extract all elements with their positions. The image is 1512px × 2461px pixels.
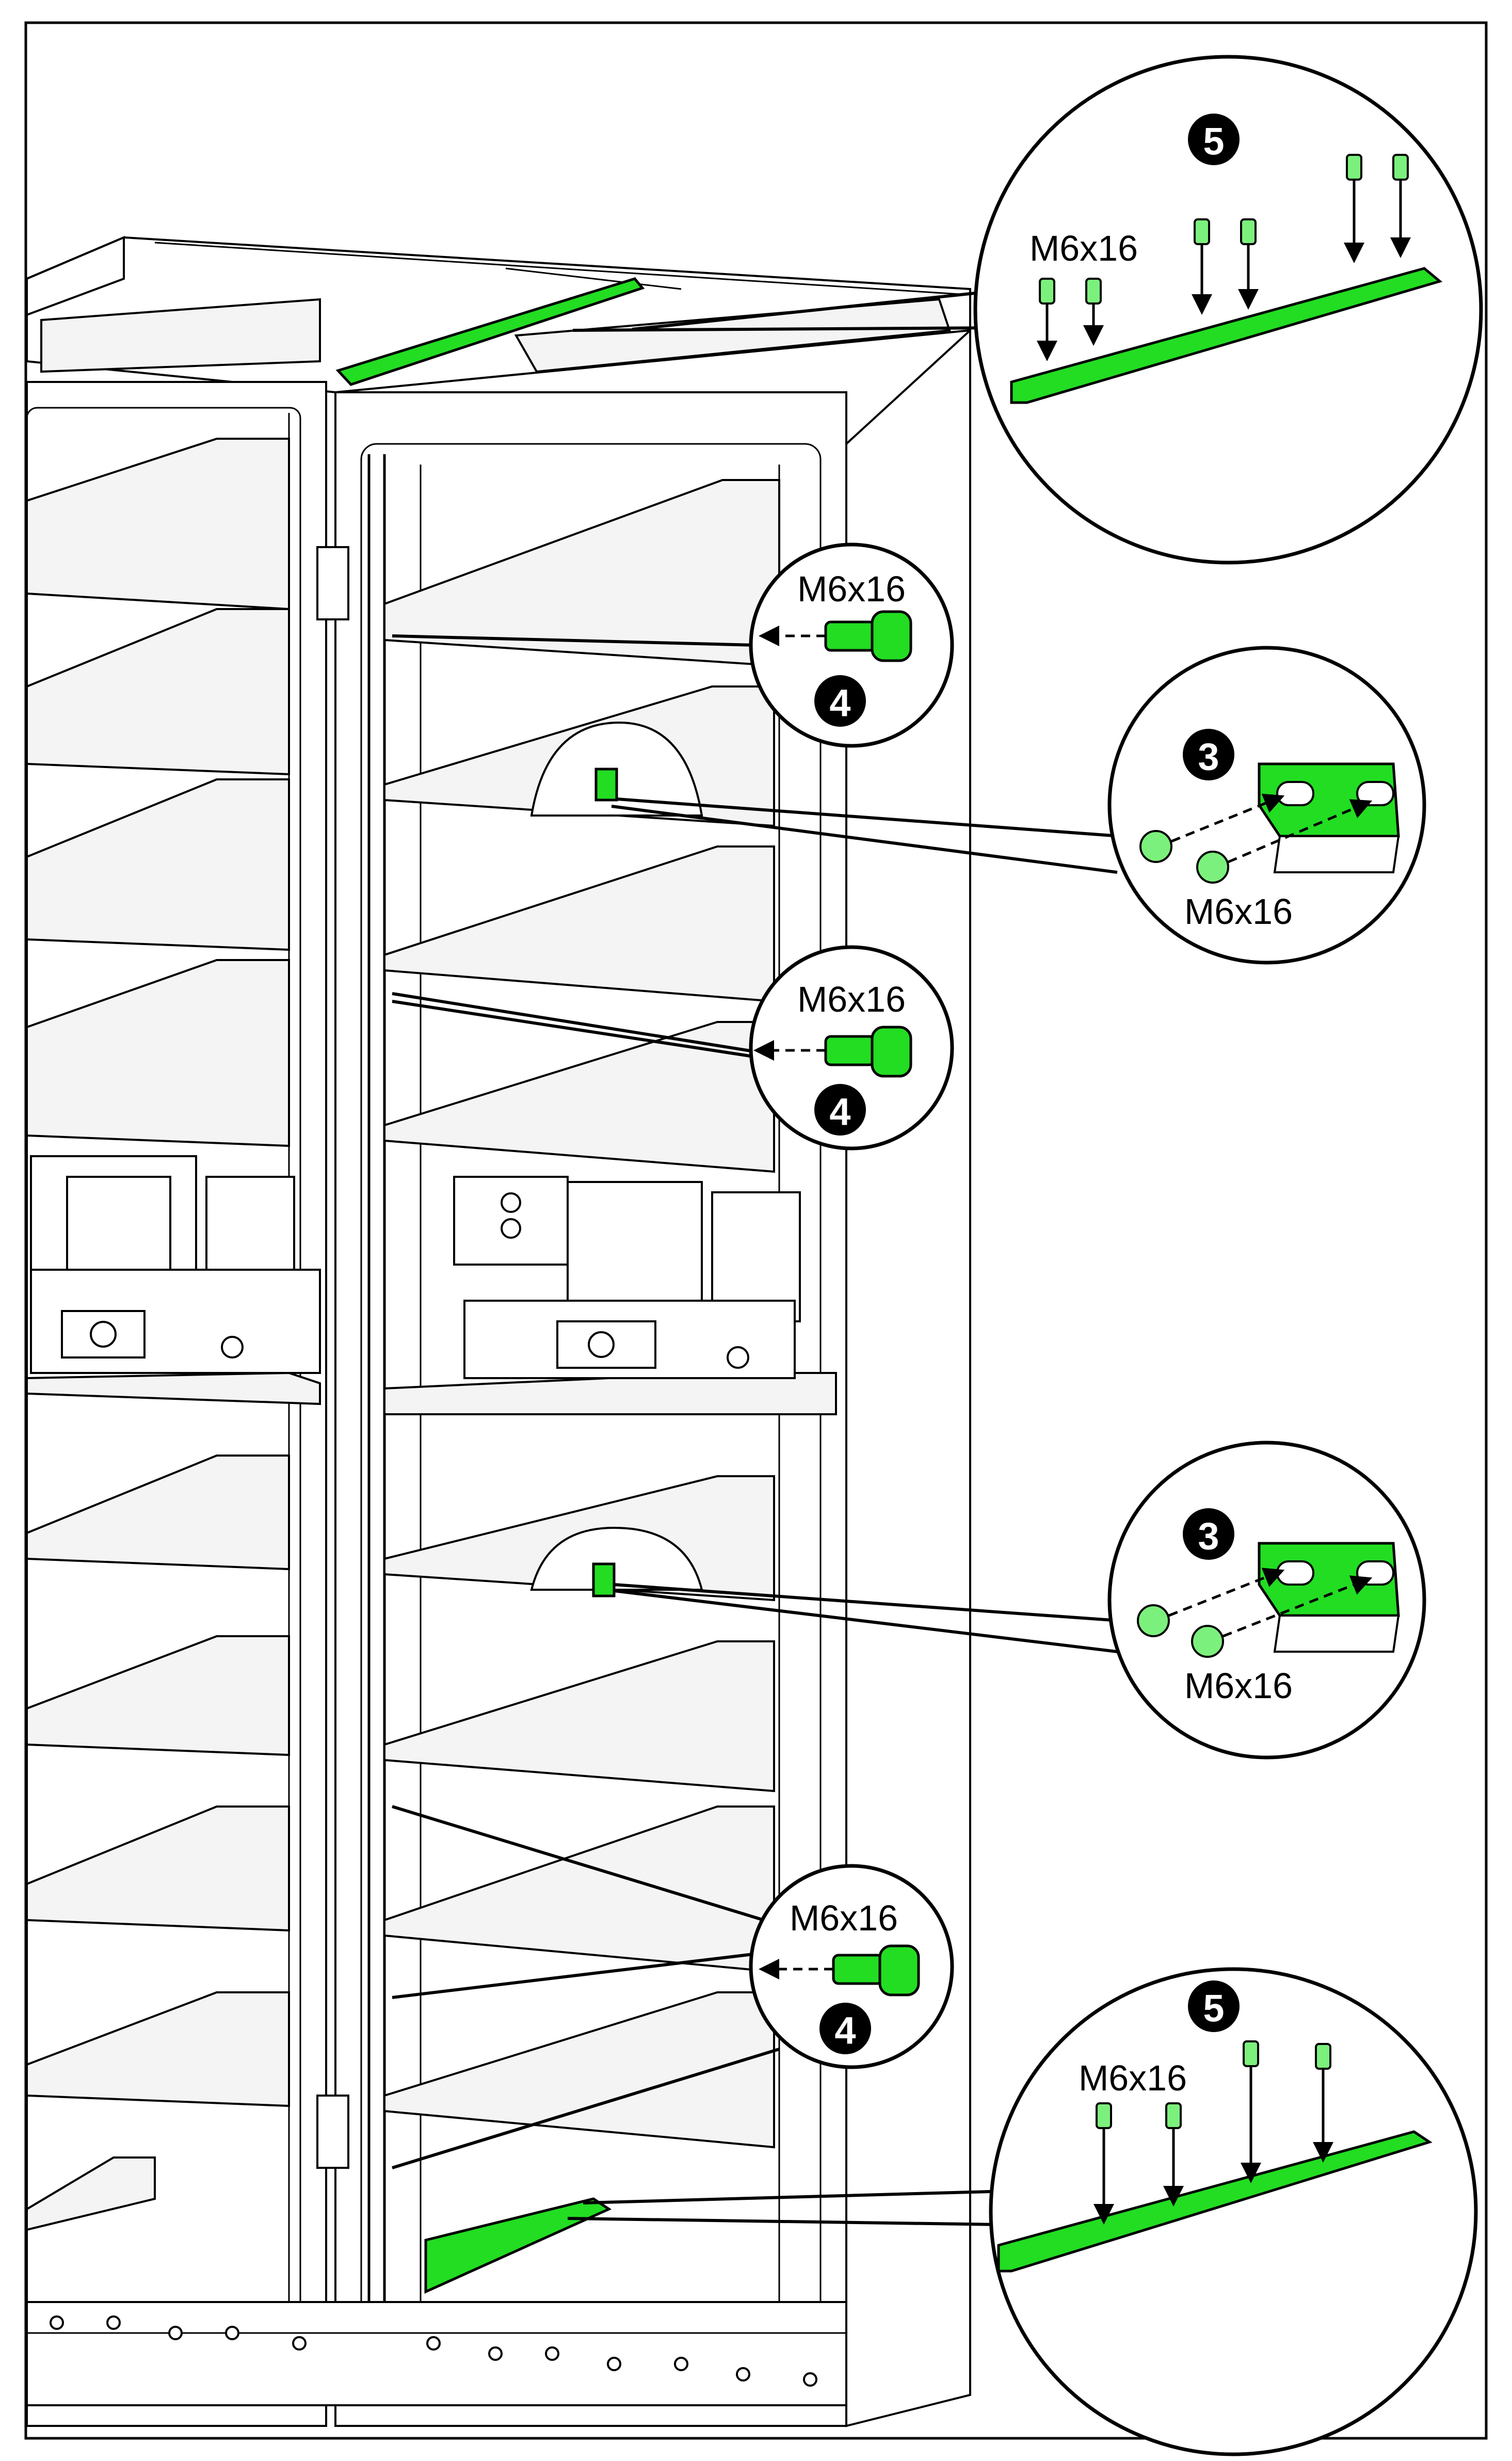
breaker-module-left	[30, 1155, 321, 1374]
callout-bracket-upper: 3 M6x16	[1107, 646, 1426, 965]
rail-part	[997, 2130, 1433, 2273]
screw-icons	[1037, 154, 1411, 361]
step-number: 4	[834, 2009, 856, 2052]
screw-size-label: M6x16	[1184, 891, 1293, 932]
step-marker	[1183, 1508, 1234, 1560]
step-marker	[1183, 729, 1234, 780]
step-number: 3	[1198, 1515, 1219, 1558]
callout-bracket-lower: 3 M6x16	[1107, 1441, 1426, 1760]
screw-icon	[1191, 1625, 1224, 1658]
callout-joint-lower: M6x16 4	[749, 1864, 954, 2069]
screw-size-label: M6x16	[797, 979, 906, 1019]
slot-left	[1276, 1560, 1314, 1586]
step-marker	[814, 1084, 866, 1136]
plinth-bolts	[50, 2315, 817, 2387]
bracket-lower-highlight	[592, 1562, 616, 1597]
top-rail-highlight	[335, 277, 645, 386]
step-marker	[819, 2003, 871, 2054]
screw-head	[871, 610, 912, 662]
callout-joint-upper: M6x16 4	[749, 542, 954, 748]
step-number: 3	[1198, 736, 1219, 778]
slot-right	[1356, 1560, 1394, 1586]
screw-shank	[824, 1035, 876, 1066]
screw-head	[871, 1026, 912, 1078]
bottom-rail-highlight	[424, 2197, 612, 2294]
step-number: 5	[1203, 120, 1224, 163]
slot-left	[1276, 781, 1314, 806]
screw-size-label: M6x16	[790, 1898, 898, 1938]
screw-head	[878, 1944, 920, 1996]
screw-icons	[1093, 2040, 1333, 2225]
bracket-flange	[1273, 1615, 1400, 1653]
screw-icon	[1196, 851, 1229, 884]
bracket-upper-highlight	[594, 768, 618, 802]
screw-size-label: M6x16	[1079, 2058, 1187, 2098]
callout-top-rail: 5 M6x16	[973, 55, 1483, 565]
step-number: 4	[829, 1091, 850, 1133]
callout-joint-middle: M6x16 4	[749, 945, 954, 1150]
step-marker	[1188, 114, 1240, 165]
screw-shank	[832, 1954, 884, 1985]
step-marker	[1188, 1980, 1240, 2032]
step-marker	[814, 675, 866, 727]
screw-size-label: M6x16	[1030, 228, 1138, 268]
screw-icon	[1139, 830, 1172, 863]
bracket-flange	[1273, 835, 1400, 873]
rail-part	[1010, 267, 1443, 404]
screw-shank	[824, 620, 876, 652]
breaker-module-right	[453, 1176, 801, 1379]
screw-icon	[1137, 1604, 1170, 1637]
screw-size-label: M6x16	[797, 569, 906, 609]
slot-right	[1356, 781, 1394, 806]
step-number: 4	[829, 682, 850, 725]
step-number: 5	[1203, 1987, 1224, 2030]
screw-size-label: M6x16	[1184, 1666, 1293, 1706]
callout-bottom-rail: 5 M6x16	[989, 1967, 1478, 2456]
leader-lines	[392, 287, 1120, 2226]
